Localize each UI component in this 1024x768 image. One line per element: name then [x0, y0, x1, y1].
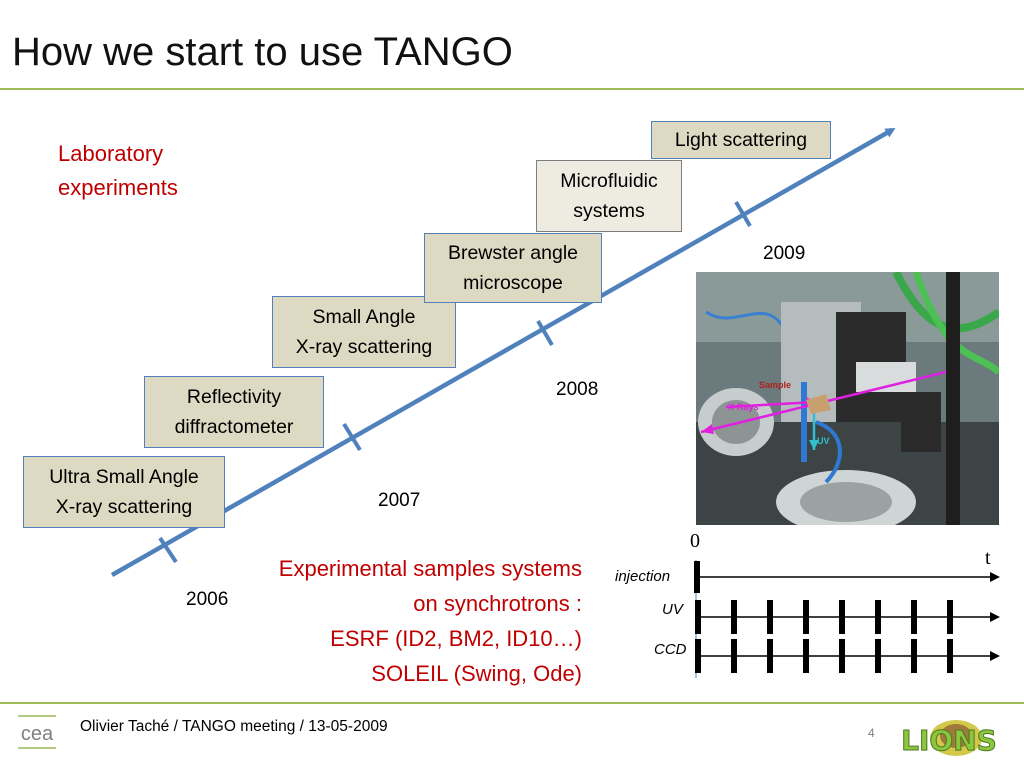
timing-t-label: t	[985, 547, 991, 569]
uv-arrowhead	[990, 612, 1000, 622]
page-number: 4	[868, 726, 875, 740]
timeline-tick-2006	[158, 536, 178, 564]
uv-pulse	[947, 600, 953, 634]
ccd-pulse	[767, 639, 773, 673]
experimental-samples-text: Experimental samples systems on synchrot…	[279, 551, 582, 691]
cea-logo: cea	[18, 715, 56, 749]
photo-label-xrays: X-Rays	[728, 402, 759, 412]
ccd-pulse	[803, 639, 809, 673]
box-light-scattering: Light scattering	[651, 121, 831, 159]
timing-ccd-label: CCD	[654, 641, 687, 658]
photo-label-uv: UV	[817, 436, 830, 446]
year-2007: 2007	[378, 490, 421, 511]
ccd-arrowhead	[990, 651, 1000, 661]
photo-label-sample: Sample	[759, 380, 792, 390]
laboratory-experiments-label: Laboratory experiments	[58, 137, 178, 205]
timing-uv-label: UV	[662, 601, 683, 618]
ccd-pulse	[695, 639, 701, 673]
uv-pulse	[731, 600, 737, 634]
year-2008: 2008	[556, 379, 599, 400]
box-microfluidic: Microfluidic systems	[536, 160, 682, 232]
timeline-tick-2009	[734, 200, 752, 228]
exp-line-2: on synchrotrons :	[413, 591, 582, 616]
slide-title: How we start to use TANGO	[12, 30, 513, 74]
injection-arrowhead	[990, 572, 1000, 582]
box-line: Reflectivity	[186, 386, 282, 408]
timeline-line	[110, 128, 896, 577]
box-line: Microfluidic	[560, 170, 658, 192]
box-line: Brewster angle	[447, 242, 579, 264]
ccd-pulse	[731, 639, 737, 673]
box-line: microscope	[463, 272, 563, 294]
year-2006: 2006	[186, 589, 229, 610]
ccd-pulse	[875, 639, 881, 673]
injection-pulse	[694, 561, 700, 593]
ccd-pulse	[839, 639, 845, 673]
box-brewster-angle: Brewster angle microscope	[424, 233, 602, 303]
timing-injection-label: injection	[615, 568, 671, 585]
uv-pulse	[803, 600, 809, 634]
ccd-pulse	[911, 639, 917, 673]
box-line: systems	[573, 200, 645, 222]
lions-logo: LIONS	[901, 720, 997, 758]
title-divider	[0, 88, 1024, 90]
footer-divider	[0, 702, 1024, 704]
lab-photo-drawing	[696, 272, 999, 525]
exp-line-1: Experimental samples systems	[278, 556, 582, 581]
timeline-tick-2007	[342, 422, 362, 452]
exp-line-3: ESRF (ID2, BM2, ID10…)	[330, 626, 582, 651]
box-ultra-small-angle: Ultra Small Angle X-ray scattering	[23, 456, 225, 528]
ccd-pulse	[947, 639, 953, 673]
box-line: diffractometer	[174, 416, 294, 438]
lab-setup-photo: Sample X-Rays UV	[696, 272, 999, 525]
uv-pulse	[875, 600, 881, 634]
box-line: X-ray scattering	[55, 496, 193, 518]
timeline-tick-2008	[536, 319, 554, 347]
box-line: Light scattering	[674, 129, 808, 151]
box-line: X-ray scattering	[295, 336, 433, 358]
box-line: Ultra Small Angle	[49, 466, 199, 488]
box-small-angle: Small Angle X-ray scattering	[272, 296, 456, 368]
timing-zero-label: 0	[690, 530, 700, 552]
uv-pulse	[911, 600, 917, 634]
uv-pulse	[839, 600, 845, 634]
footer-text: Olivier Taché / TANGO meeting / 13-05-20…	[80, 718, 388, 735]
box-reflectivity: Reflectivity diffractometer	[144, 376, 324, 448]
exp-line-4: SOLEIL (Swing, Ode)	[371, 661, 582, 686]
uv-pulse	[767, 600, 773, 634]
cea-logo-text: cea	[21, 723, 54, 745]
lab-line-1: Laboratory	[58, 141, 164, 166]
lions-logo-text: LIONS	[901, 724, 997, 757]
lab-line-2: experiments	[58, 175, 178, 200]
box-line: Small Angle	[312, 306, 416, 328]
year-2009: 2009	[763, 243, 806, 264]
uv-pulse	[695, 600, 701, 634]
